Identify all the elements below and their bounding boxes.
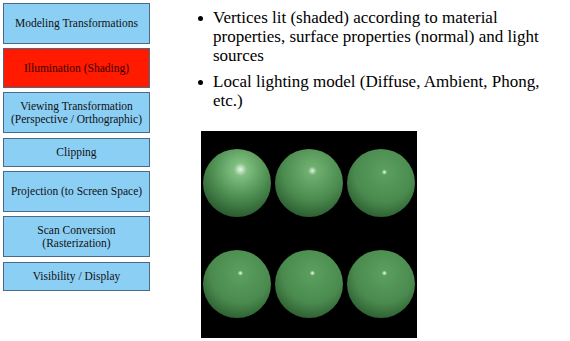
- stage-label: Projection (to Screen Space): [8, 185, 145, 198]
- active-stage-box: Illumination (Shading): [3, 48, 150, 88]
- pipeline-stage-box: Scan Conversion (Rasterization): [3, 216, 150, 257]
- stage-label: Viewing Transformation (Perspective / Or…: [4, 100, 149, 126]
- stage-label: Scan Conversion (Rasterization): [4, 224, 149, 250]
- pipeline-stage-box: Projection (to Screen Space): [3, 171, 150, 212]
- pipeline-stage-box: Modeling Transformations: [3, 3, 150, 44]
- shaded-spheres-image: [201, 131, 417, 338]
- stage-label: Modeling Transformations: [12, 17, 141, 30]
- bullet-text: Vertices lit (shaded) according to mater…: [213, 8, 563, 65]
- stage-label: Visibility / Display: [30, 270, 123, 283]
- pipeline-stage-box: Visibility / Display: [3, 262, 150, 291]
- bullet-text: Local lighting model (Diffuse, Ambient, …: [213, 72, 563, 110]
- stage-label: Illumination (Shading): [21, 62, 132, 75]
- pipeline-stage-box: Viewing Transformation (Perspective / Or…: [3, 92, 150, 133]
- bullet-dot: [198, 16, 203, 21]
- bullet-dot: [198, 80, 203, 85]
- stage-label: Clipping: [53, 146, 99, 159]
- pipeline-stage-box: Clipping: [3, 138, 150, 167]
